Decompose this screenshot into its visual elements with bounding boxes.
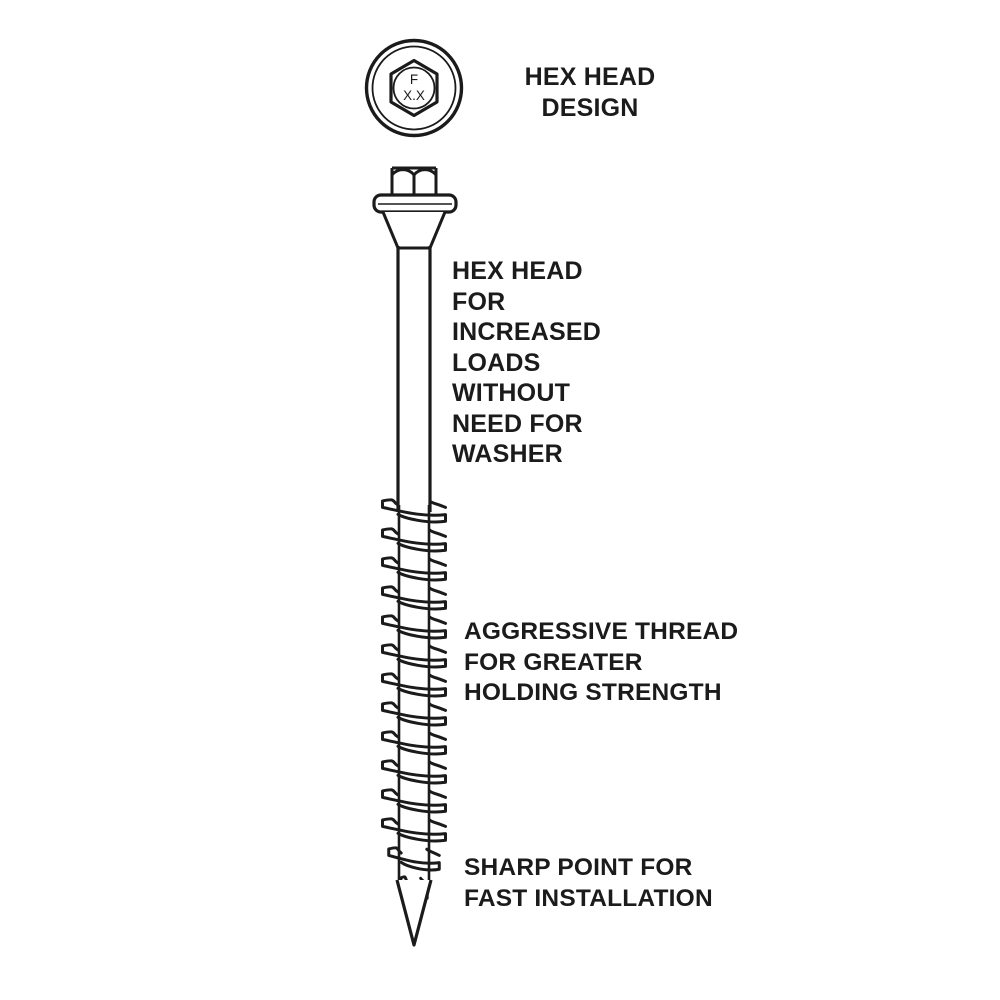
aggressive-thread-section xyxy=(381,498,447,901)
hex-head-side-view xyxy=(390,166,438,198)
thread-core-lines xyxy=(397,505,431,880)
integral-washer-flange xyxy=(372,193,458,214)
hex-head-marking-line-1: F xyxy=(410,72,418,87)
hex-head-top-view: F X.X xyxy=(364,38,464,138)
smooth-shank xyxy=(396,246,432,512)
head-to-shank-taper xyxy=(381,211,447,250)
sharp-point-tip xyxy=(395,879,433,947)
callout-hex-head-for-increased-loads: HEX HEAD FOR INCREASED LOADS WITHOUT NEE… xyxy=(452,257,602,468)
callout-hex-head-design: HEX HEAD DESIGN xyxy=(524,63,656,122)
hex-head-marking-line-2: X.X xyxy=(403,88,425,103)
callout-sharp-point: SHARP POINT FOR FAST INSTALLATION xyxy=(464,854,713,912)
callout-aggressive-thread: AGGRESSIVE THREAD FOR GREATER HOLDING ST… xyxy=(464,618,739,706)
